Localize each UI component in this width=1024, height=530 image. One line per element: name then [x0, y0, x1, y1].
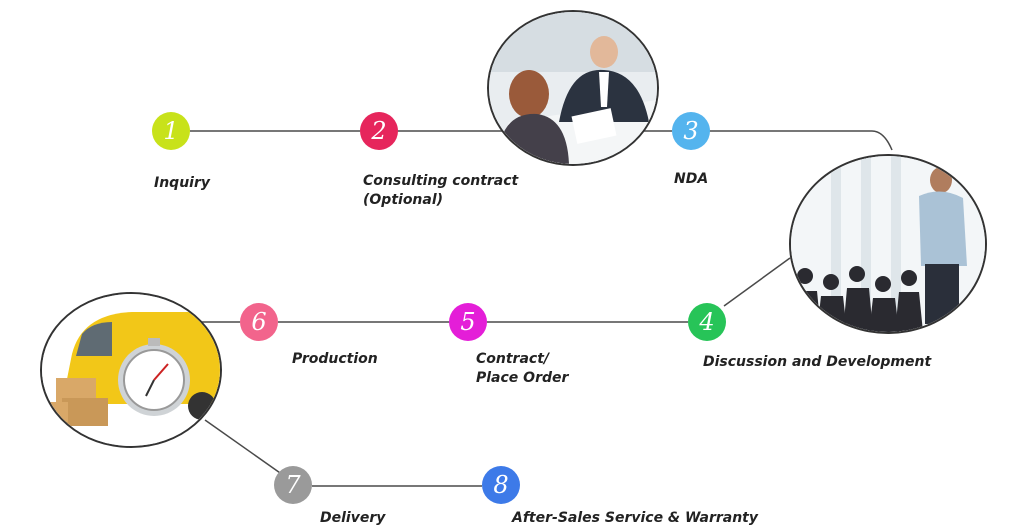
- presentation-photo: [789, 154, 987, 334]
- meeting-photo: [487, 10, 659, 166]
- step-6-number: 6: [251, 308, 267, 336]
- connector-3-photo: [708, 130, 893, 151]
- meeting-illustration: [489, 12, 657, 164]
- delivery-van-stopwatch-photo: [40, 292, 222, 448]
- step-1-label: Inquiry: [154, 175, 210, 191]
- connector-photo-7: [204, 419, 284, 476]
- step-8-marker: 8: [482, 466, 520, 504]
- step-2-label: Consulting contract (Optional): [363, 173, 519, 208]
- step-3-label: NDA: [674, 171, 709, 187]
- step-1-marker: 1: [152, 112, 190, 150]
- step-6-label: Production: [292, 351, 378, 367]
- step-5-label: Contract/ Place Order: [476, 351, 569, 386]
- step-6-marker: 6: [240, 303, 278, 341]
- step-7-label: Delivery: [320, 510, 386, 526]
- connector-photo-4: [723, 257, 791, 307]
- step-2-number: 2: [371, 117, 387, 145]
- step-7-number: 7: [285, 471, 301, 499]
- step-5-number: 5: [460, 308, 476, 336]
- step-7-marker: 7: [274, 466, 312, 504]
- step-3-number: 3: [683, 117, 699, 145]
- presentation-illustration: [791, 156, 985, 332]
- step-3-marker: 3: [672, 112, 710, 150]
- step-4-marker: 4: [688, 303, 726, 341]
- step-4-label: Discussion and Development: [703, 354, 932, 370]
- step-4-number: 4: [699, 308, 715, 336]
- step-2-marker: 2: [360, 112, 398, 150]
- step-8-label: After-Sales Service & Warranty: [512, 510, 758, 526]
- step-8-number: 8: [493, 471, 509, 499]
- delivery-illustration: [42, 294, 220, 446]
- step-5-marker: 5: [449, 303, 487, 341]
- step-1-number: 1: [163, 117, 179, 145]
